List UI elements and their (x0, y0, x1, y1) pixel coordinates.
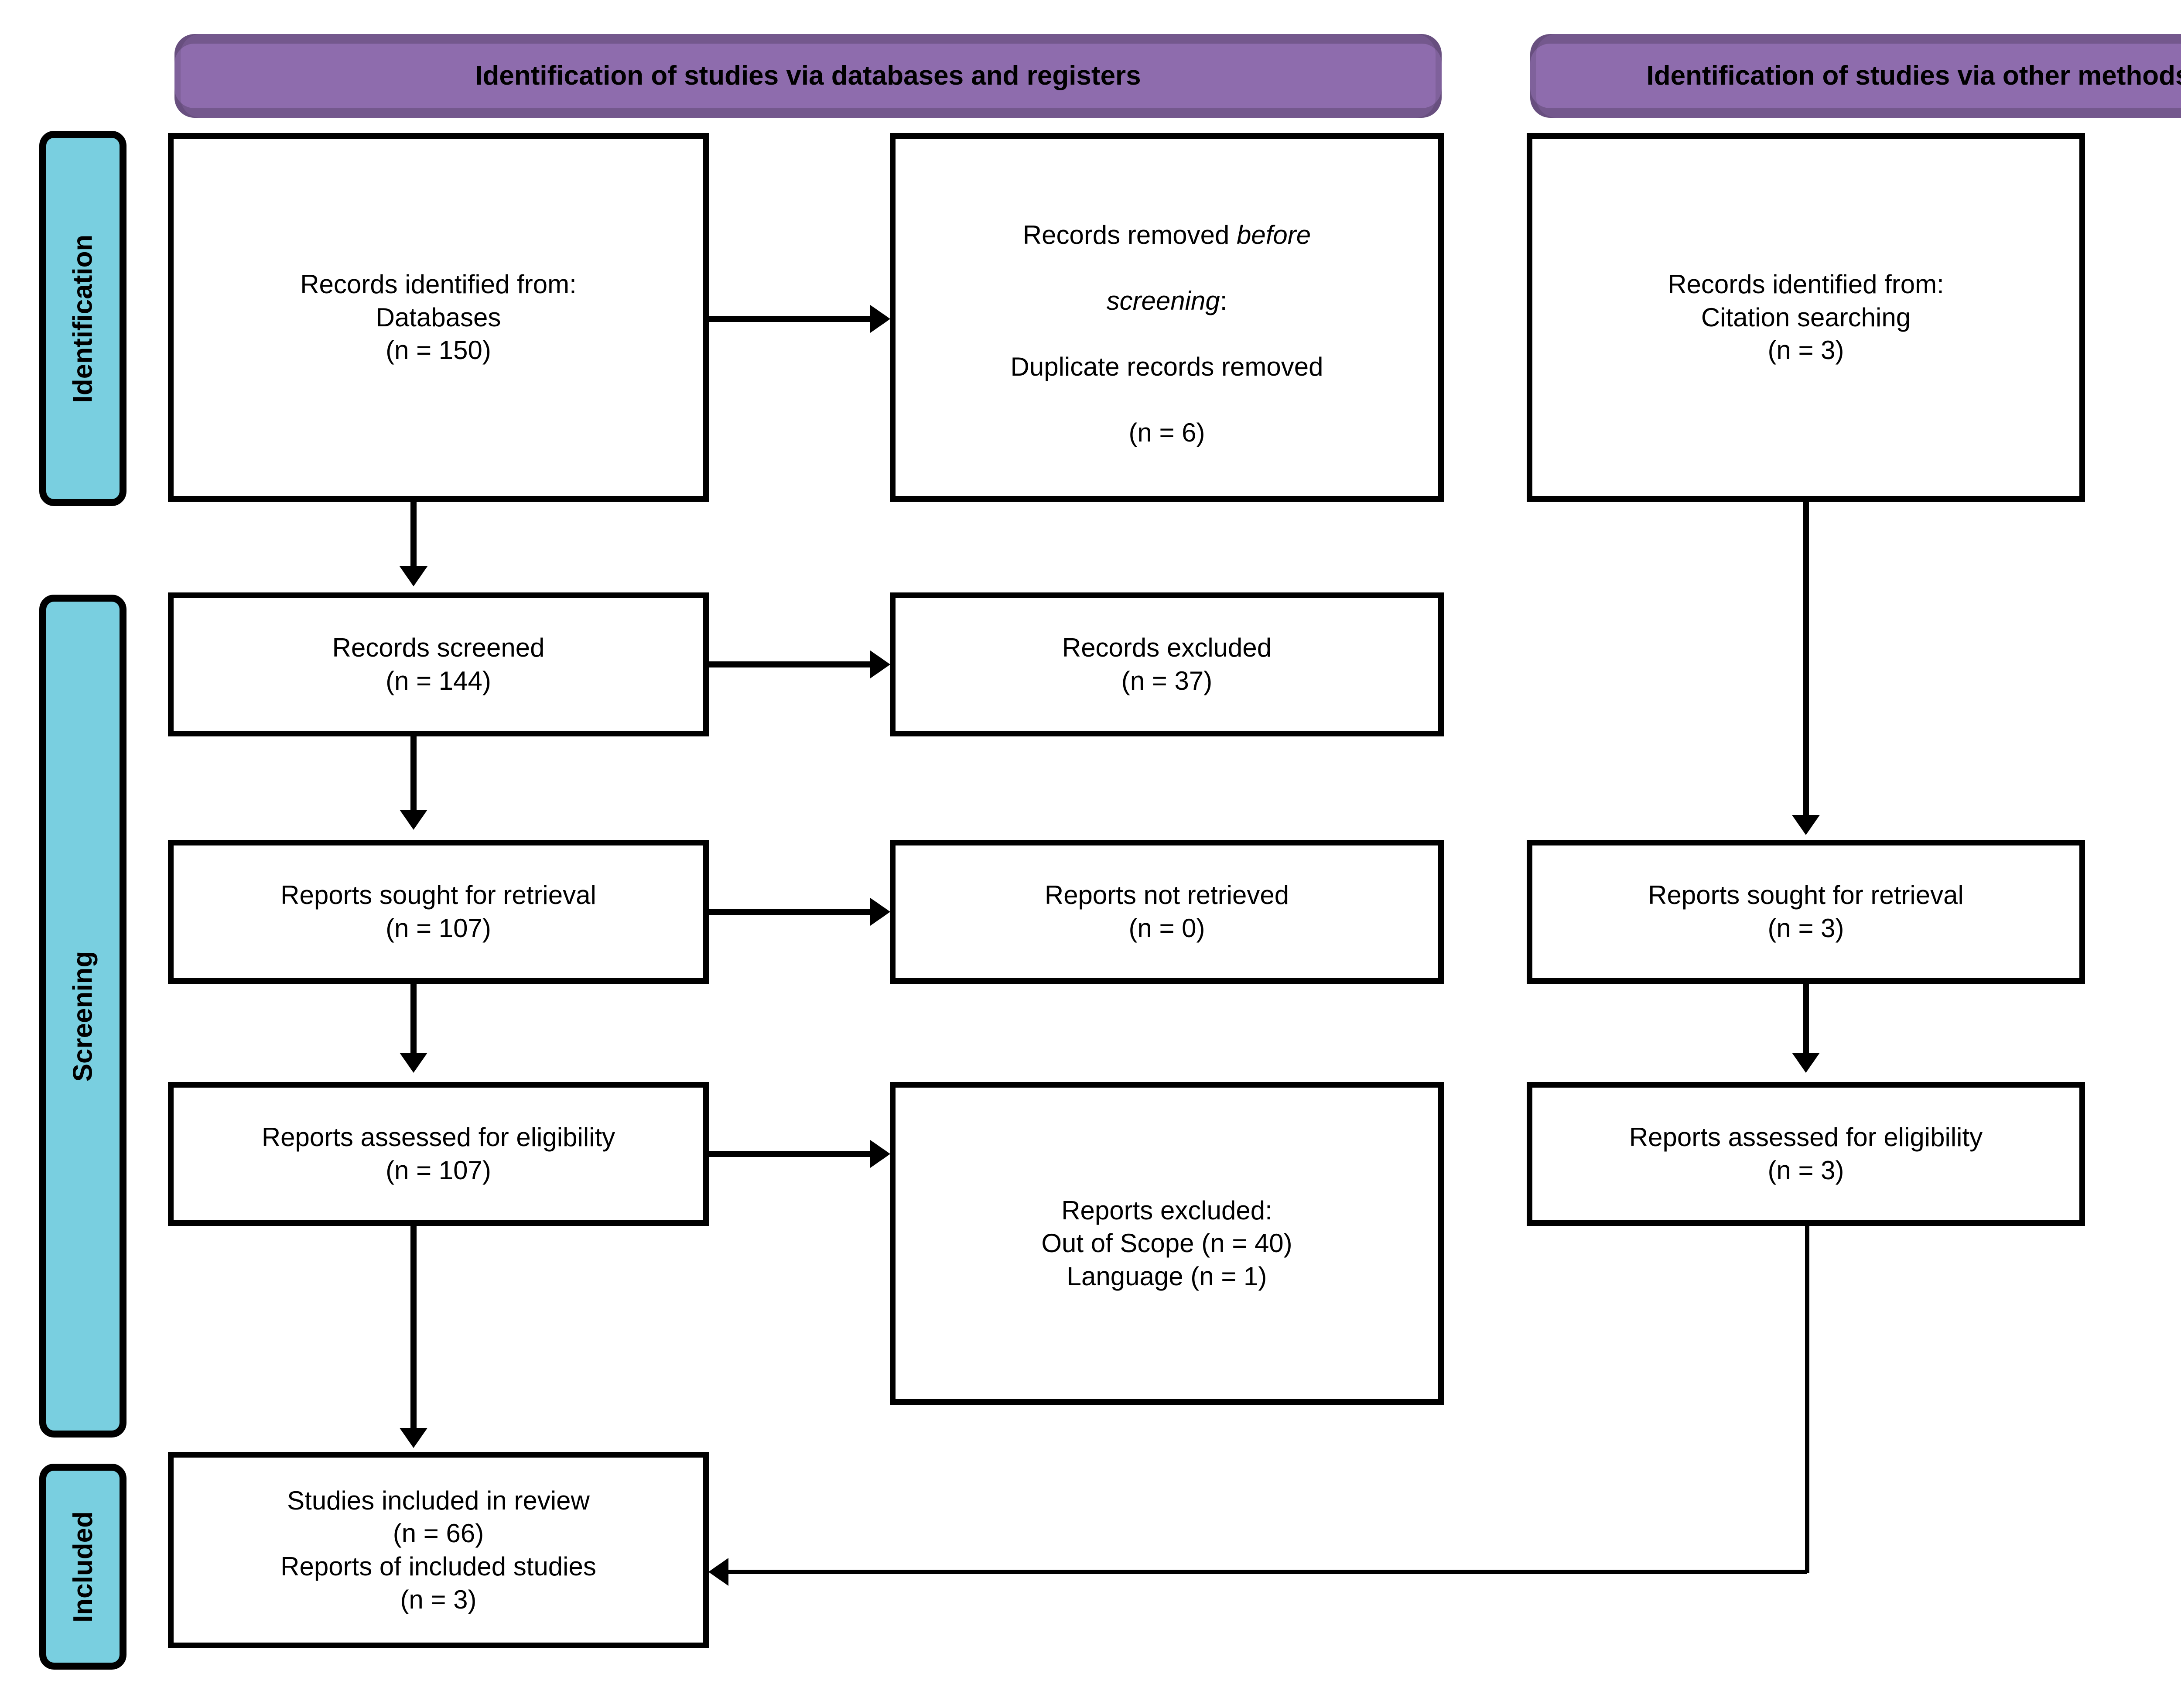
box-records-identified-databases: Records identified from: Databases (n = … (168, 133, 709, 502)
connector-other-assessed-elbow-horizontal (728, 1570, 1807, 1574)
records-removed-colon: : (1220, 286, 1227, 315)
banner-other-methods: Identification of studies via other meth… (1530, 34, 2181, 118)
box-reports-excluded: Reports excluded: Out of Scope (n = 40) … (890, 1082, 1444, 1405)
connector-other-identified-to-sought (1803, 502, 1809, 816)
records-removed-line-1: Records removed (1022, 220, 1237, 250)
box-reports-sought-databases: Reports sought for retrieval (n = 107) (168, 840, 709, 984)
banner-databases-label: Identification of studies via databases … (475, 60, 1141, 91)
connector-sought-to-not-retrieved (706, 909, 872, 915)
records-removed-italic-screening: screening (1106, 286, 1220, 315)
records-removed-line-3: Duplicate records removed (1010, 352, 1323, 382)
box-records-excluded-text: Records excluded (n = 37) (1062, 633, 1272, 695)
connector-assessed-to-included (410, 1226, 417, 1429)
box-reports-sought-other-text: Reports sought for retrieval (n = 3) (1648, 880, 1964, 943)
box-reports-excluded-text: Reports excluded: Out of Scope (n = 40) … (1041, 1195, 1292, 1291)
connector-sought-to-assessed (410, 984, 417, 1054)
box-reports-not-retrieved-text: Reports not retrieved (n = 0) (1044, 880, 1289, 943)
box-studies-included-text: Studies included in review (n = 66) Repo… (280, 1486, 596, 1614)
box-reports-assessed-databases: Reports assessed for eligibility (n = 10… (168, 1082, 709, 1226)
arrowhead-other-assessed-to-included (708, 1558, 728, 1586)
connector-identified-to-removed (706, 316, 872, 322)
box-records-screened: Records screened (n = 144) (168, 592, 709, 736)
box-records-removed-before-screening: Records removed before screening: Duplic… (890, 133, 1444, 502)
box-reports-sought-other: Reports sought for retrieval (n = 3) (1527, 840, 2085, 984)
arrowhead-assessed-to-included (400, 1428, 427, 1448)
box-reports-assessed-databases-text: Reports assessed for eligibility (n = 10… (261, 1123, 615, 1185)
stage-screening-text: Screening (68, 951, 98, 1082)
box-reports-assessed-other-text: Reports assessed for eligibility (n = 3) (1629, 1123, 1983, 1185)
arrowhead-screened-to-sought (400, 810, 427, 830)
banner-databases-and-registers: Identification of studies via databases … (174, 34, 1442, 118)
box-records-screened-text: Records screened (n = 144) (332, 633, 545, 695)
connector-identified-to-screened (410, 502, 417, 567)
box-records-removed-text: Records removed before screening: Duplic… (1011, 185, 1323, 449)
arrowhead-identified-to-removed (870, 305, 890, 333)
stage-label-included: Included (39, 1464, 126, 1670)
box-records-identified-databases-text: Records identified from: Databases (n = … (300, 270, 577, 365)
connector-screened-to-excluded (706, 661, 872, 667)
connector-other-assessed-elbow-vertical (1805, 1226, 1809, 1573)
records-removed-italic-before: before (1237, 220, 1311, 250)
records-removed-line-4: (n = 6) (1128, 418, 1205, 448)
box-reports-sought-databases-text: Reports sought for retrieval (n = 107) (280, 880, 596, 943)
box-reports-not-retrieved: Reports not retrieved (n = 0) (890, 840, 1444, 984)
stage-label-screening: Screening (39, 595, 126, 1438)
arrowhead-other-identified-to-sought (1792, 815, 1820, 835)
arrowhead-identified-to-screened (400, 566, 427, 586)
box-records-excluded: Records excluded (n = 37) (890, 592, 1444, 736)
stage-included-text: Included (68, 1511, 98, 1622)
connector-assessed-to-excluded (706, 1151, 872, 1157)
connector-other-sought-to-assessed (1803, 984, 1809, 1054)
arrowhead-screened-to-excluded (870, 650, 890, 678)
box-records-identified-other-text: Records identified from: Citation search… (1668, 270, 1944, 365)
box-records-identified-other: Records identified from: Citation search… (1527, 133, 2085, 502)
arrowhead-assessed-to-excluded (870, 1140, 890, 1168)
connector-screened-to-sought (410, 736, 417, 811)
arrowhead-sought-to-not-retrieved (870, 898, 890, 926)
box-studies-included-in-review: Studies included in review (n = 66) Repo… (168, 1452, 709, 1648)
arrowhead-other-sought-to-assessed (1792, 1053, 1820, 1073)
banner-other-methods-label: Identification of studies via other meth… (1646, 60, 2181, 91)
box-reports-assessed-other: Reports assessed for eligibility (n = 3) (1527, 1082, 2085, 1226)
stage-label-identification: Identification (39, 131, 126, 506)
stage-identification-text: Identification (68, 234, 98, 403)
arrowhead-sought-to-assessed (400, 1053, 427, 1073)
